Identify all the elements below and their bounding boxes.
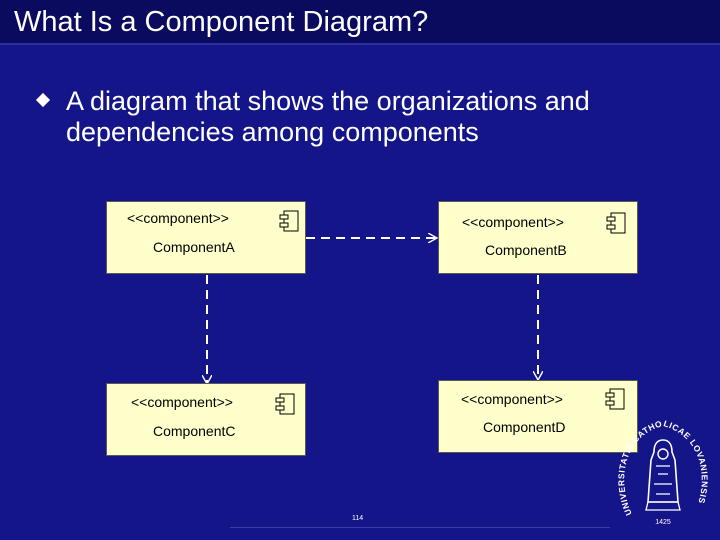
component-a-stereotype: <<component>>	[127, 210, 229, 226]
page-number: 114	[352, 515, 364, 522]
component-d-name: ComponentD	[483, 419, 566, 435]
slide-title: What Is a Component Diagram?	[14, 6, 429, 38]
footer-divider	[230, 527, 610, 528]
component-b-stereotype: <<component>>	[462, 214, 564, 230]
svg-text:1425: 1425	[655, 519, 671, 526]
bullet-text: A diagram that shows the organizations a…	[66, 86, 590, 147]
component-a-name: ComponentA	[153, 239, 235, 255]
component-d-stereotype: <<component>>	[461, 391, 563, 407]
component-d-box[interactable]: <<component>> ComponentD	[438, 380, 638, 453]
university-seal-logo: UNIVERSITATIS CATHOLICAE LOVANIENSIS 142…	[618, 418, 708, 526]
component-b-box[interactable]: <<component>> ComponentB	[438, 201, 638, 274]
component-a-box[interactable]: <<component>> ComponentA	[106, 201, 306, 274]
component-b-name: ComponentB	[485, 242, 567, 258]
component-c-name: ComponentC	[153, 423, 236, 439]
component-icon	[275, 393, 295, 415]
component-icon	[279, 210, 299, 232]
component-icon	[605, 388, 625, 410]
component-c-box[interactable]: <<component>> ComponentC	[106, 383, 306, 456]
component-c-stereotype: <<component>>	[131, 394, 233, 410]
component-icon	[606, 212, 626, 234]
